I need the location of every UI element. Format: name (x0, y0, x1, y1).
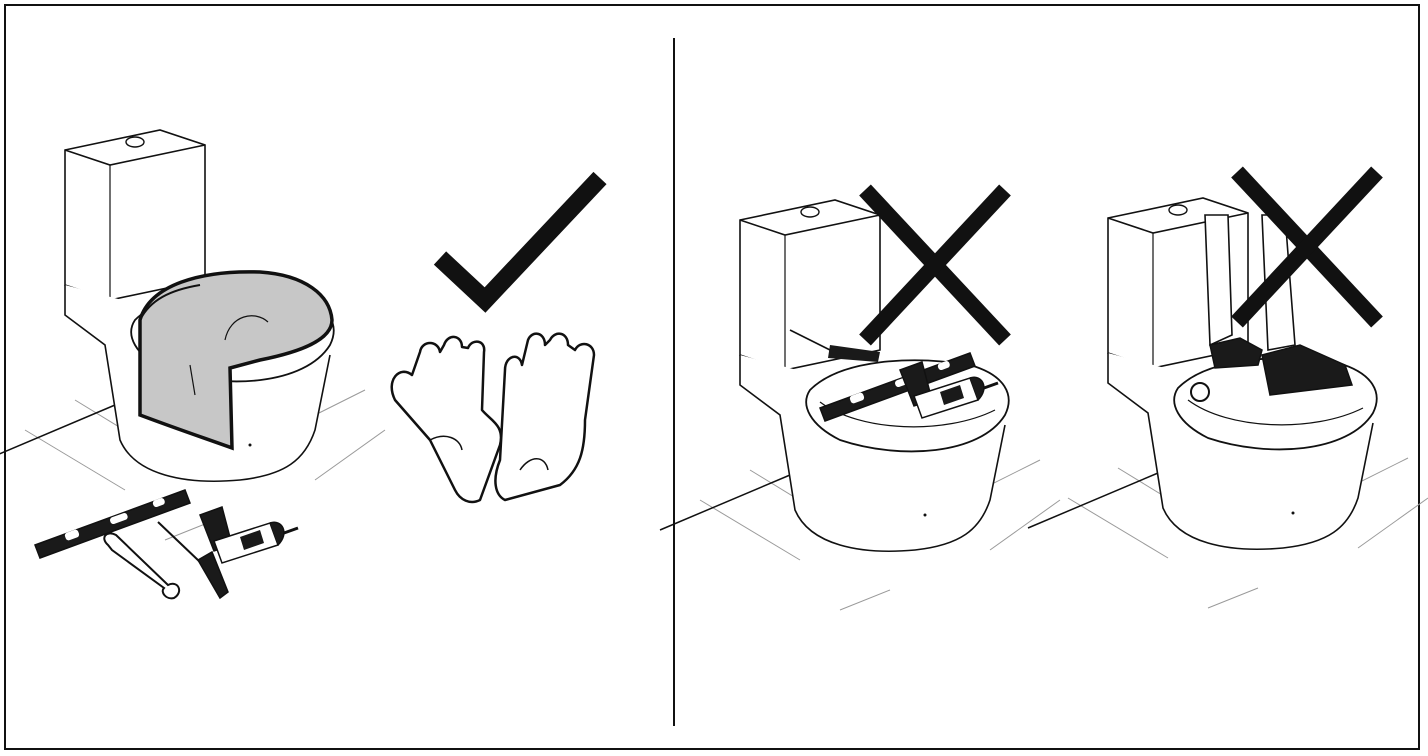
allowed-panel (0, 130, 600, 598)
cross-icon (1237, 172, 1377, 322)
tools-on-seat-panel (660, 190, 1060, 610)
cross-icon (865, 190, 1005, 340)
drill-icon (200, 507, 298, 563)
check-icon (440, 178, 600, 300)
gloves-icon (392, 334, 594, 502)
standing-on-seat-panel (1028, 172, 1428, 608)
wrench-icon (104, 533, 179, 598)
